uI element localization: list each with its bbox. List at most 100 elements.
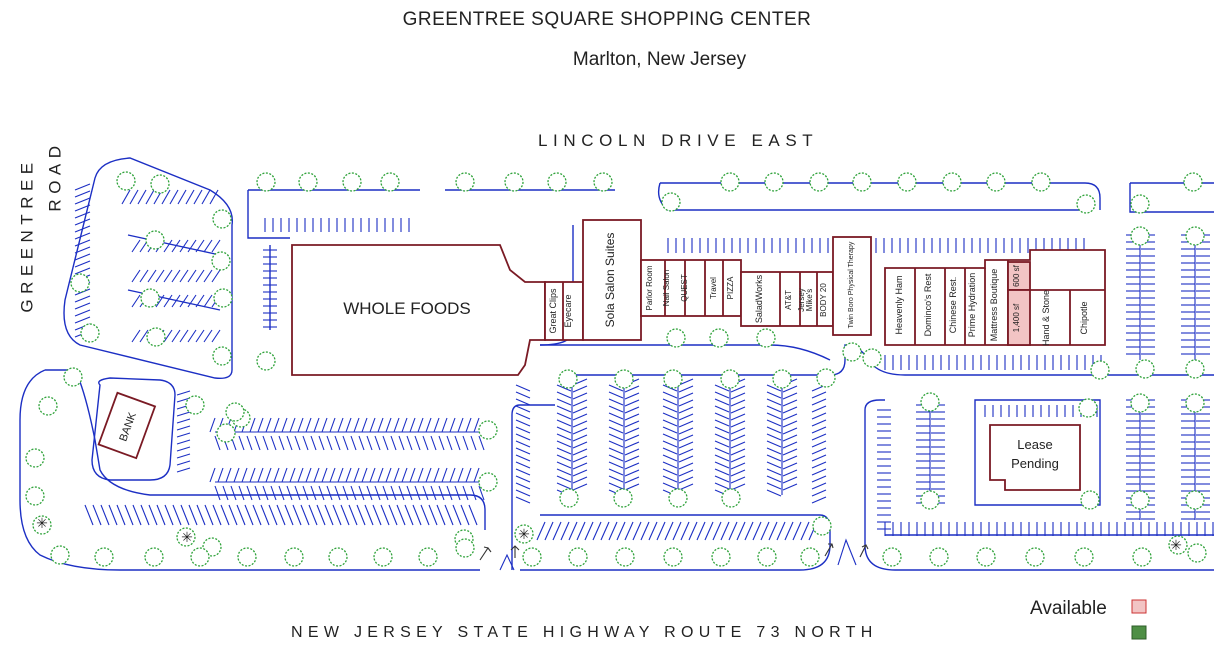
tree-icon bbox=[1130, 194, 1150, 214]
tree-icon bbox=[225, 402, 245, 422]
tree-icon bbox=[342, 172, 362, 192]
tenant-label: Travel bbox=[709, 277, 718, 299]
road-label-north: LINCOLN DRIVE EAST bbox=[538, 131, 819, 150]
tree-icon bbox=[298, 172, 318, 192]
parking-stalls bbox=[74, 183, 1214, 541]
tree-icon bbox=[614, 369, 634, 389]
tenant-label: Heavenly Ham bbox=[894, 275, 904, 334]
tenant-label: PIZZA bbox=[726, 276, 735, 299]
lease-pending-building bbox=[989, 424, 1081, 491]
tenant-label: Sola Salon Suites bbox=[603, 233, 617, 328]
tree-icon bbox=[504, 172, 524, 192]
unit-sola-salon bbox=[582, 219, 642, 341]
legend-available-swatch bbox=[1131, 599, 1147, 614]
tenant-label: QUEST bbox=[680, 274, 689, 302]
tenant-label: Mike's bbox=[805, 289, 814, 311]
tree-icon bbox=[63, 367, 83, 387]
road-label-south: NEW JERSEY STATE HIGHWAY ROUTE 73 NORTH bbox=[291, 624, 878, 641]
tree-icon bbox=[1132, 547, 1152, 567]
tree-icon bbox=[1130, 490, 1150, 510]
tree-icon bbox=[800, 547, 820, 567]
arrow-icon bbox=[859, 544, 869, 558]
trees bbox=[25, 171, 1207, 567]
tree-icon bbox=[478, 472, 498, 492]
tree-icon bbox=[897, 172, 917, 192]
tree-icon bbox=[144, 547, 164, 567]
arrow-icon bbox=[479, 546, 492, 561]
tree-icon bbox=[1185, 359, 1205, 379]
tree-icon bbox=[256, 351, 276, 371]
tree-icon bbox=[455, 538, 475, 558]
tree-icon bbox=[1025, 547, 1045, 567]
tree-icon bbox=[920, 392, 940, 412]
tree-icon bbox=[380, 172, 400, 192]
tree-icon bbox=[816, 368, 836, 388]
tree-icon bbox=[145, 230, 165, 250]
arrow-icon bbox=[824, 543, 834, 557]
tenant-label: Great Clips bbox=[548, 288, 558, 334]
tree-icon bbox=[1187, 543, 1207, 563]
tenant-label: Prime Hydration bbox=[967, 273, 977, 338]
tree-icon bbox=[38, 396, 58, 416]
tree-icon bbox=[568, 547, 588, 567]
tenant-label: SaladWorks bbox=[754, 274, 764, 323]
tree-icon bbox=[328, 547, 348, 567]
map-subtitle: Marlton, New Jersey bbox=[572, 49, 747, 70]
tree-icon bbox=[150, 174, 170, 194]
tree-icon bbox=[721, 488, 741, 508]
tree-icon bbox=[116, 171, 136, 191]
tenant-label: Nail Salon bbox=[662, 270, 671, 306]
tree-icon bbox=[146, 327, 166, 347]
tree-icon bbox=[1074, 547, 1094, 567]
tree-icon bbox=[668, 488, 688, 508]
tree-icon bbox=[809, 172, 829, 192]
tree-icon bbox=[1135, 359, 1155, 379]
tree-icon bbox=[882, 547, 902, 567]
map-title: GREENTREE SQUARE SHOPPING CENTER bbox=[402, 9, 812, 30]
legend-leased-swatch bbox=[1131, 625, 1147, 640]
tree-icon bbox=[772, 369, 792, 389]
tree-icon bbox=[455, 172, 475, 192]
tree-icon bbox=[25, 486, 45, 506]
tree-icon bbox=[1185, 226, 1205, 246]
tree-icon bbox=[720, 369, 740, 389]
tree-icon bbox=[756, 328, 776, 348]
tree-icon bbox=[720, 172, 740, 192]
tree-icon bbox=[32, 515, 52, 535]
tree-icon bbox=[929, 547, 949, 567]
whole-foods-label: WHOLE FOODS bbox=[343, 299, 471, 318]
tree-icon bbox=[284, 547, 304, 567]
tree-icon bbox=[80, 323, 100, 343]
tree-icon bbox=[1130, 226, 1150, 246]
tenant-label: Mattress Boutique bbox=[989, 269, 999, 342]
lease-label-1: Lease bbox=[1017, 437, 1052, 452]
tree-icon bbox=[478, 420, 498, 440]
tree-icon bbox=[757, 547, 777, 567]
tree-icon bbox=[256, 172, 276, 192]
tenant-label: BODY 20 bbox=[819, 283, 828, 317]
available-1400sf bbox=[1007, 289, 1031, 346]
tree-icon bbox=[986, 172, 1006, 192]
units-row-3 bbox=[884, 249, 1106, 346]
tenant-label: 1,400 sf bbox=[1012, 303, 1021, 332]
tree-icon bbox=[140, 288, 160, 308]
tree-icon bbox=[920, 490, 940, 510]
tree-icon bbox=[812, 516, 832, 536]
specimen-tree-icon: ✳ bbox=[1170, 537, 1182, 553]
tree-icon bbox=[1130, 393, 1150, 413]
tree-icon bbox=[942, 172, 962, 192]
units-row-1 bbox=[640, 259, 742, 317]
tree-icon bbox=[212, 346, 232, 366]
tree-icon bbox=[842, 342, 862, 362]
tree-icon bbox=[976, 547, 996, 567]
tree-icon bbox=[212, 209, 232, 229]
tree-icon bbox=[1185, 490, 1205, 510]
lease-label-2: Pending bbox=[1011, 456, 1059, 471]
tree-icon bbox=[559, 488, 579, 508]
tree-icon bbox=[709, 328, 729, 348]
tree-icon bbox=[94, 547, 114, 567]
tenant-label: Chipotle bbox=[1079, 301, 1089, 334]
specimen-tree-icon: ✳ bbox=[518, 526, 530, 542]
tree-icon bbox=[176, 527, 196, 547]
